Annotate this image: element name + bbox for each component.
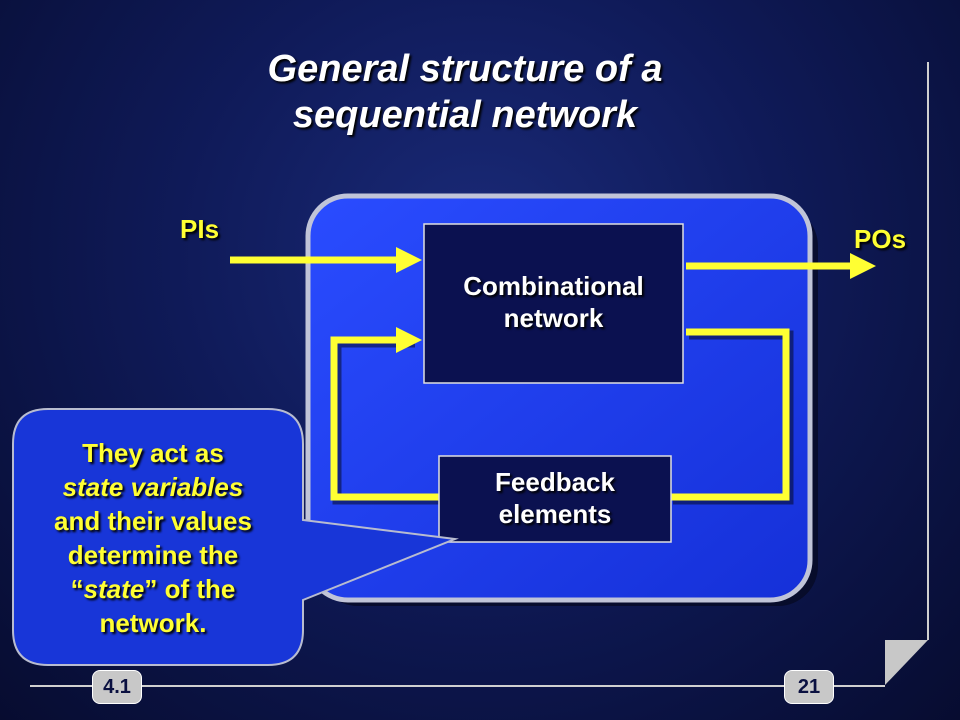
callout-line-6: network.	[99, 608, 207, 638]
combinational-network-box	[423, 223, 684, 384]
callout-line-3: and their values	[54, 506, 252, 536]
inputs-label: PIs	[180, 214, 220, 244]
callout-text: They act as state variables and their va…	[18, 436, 288, 640]
callout-line-2: state variables	[18, 470, 288, 504]
page-curl	[885, 640, 928, 685]
feedback-line-left	[330, 336, 440, 501]
feedback-line-right	[670, 328, 790, 501]
callout-line-5-rest: ” of the	[144, 574, 236, 604]
callout-bubble	[12, 408, 459, 666]
pi-arrowhead	[396, 247, 422, 273]
callout-open-quote: “	[70, 574, 84, 604]
combinational-line-1: Combinational	[463, 271, 644, 301]
section-number-badge: 4.1	[92, 670, 142, 704]
title-line-2: sequential network	[292, 94, 638, 136]
feedback-line-2: elements	[498, 499, 612, 529]
po-arrowhead	[850, 253, 876, 279]
callout-line-2-italic: state variables	[62, 472, 244, 502]
callout-line-5: “state” of the	[18, 572, 288, 606]
callout-line-4: determine the	[67, 540, 239, 570]
feedback-arrowhead	[396, 327, 422, 353]
title-line-1: General structure of a	[267, 48, 663, 90]
callout-line-1: They act as	[82, 438, 224, 468]
slide-title: General structure of a sequential networ…	[180, 46, 750, 138]
combinational-line-2: network	[503, 303, 604, 333]
callout-state-word: state	[83, 574, 145, 604]
feedback-elements-label: Feedback elements	[439, 466, 671, 530]
feedback-line-1: Feedback	[495, 467, 615, 497]
feedback-elements-box	[438, 455, 672, 543]
outputs-label: POs	[854, 224, 907, 254]
combinational-network-label: Combinational network	[424, 270, 683, 334]
page-number-badge: 21	[784, 670, 834, 704]
